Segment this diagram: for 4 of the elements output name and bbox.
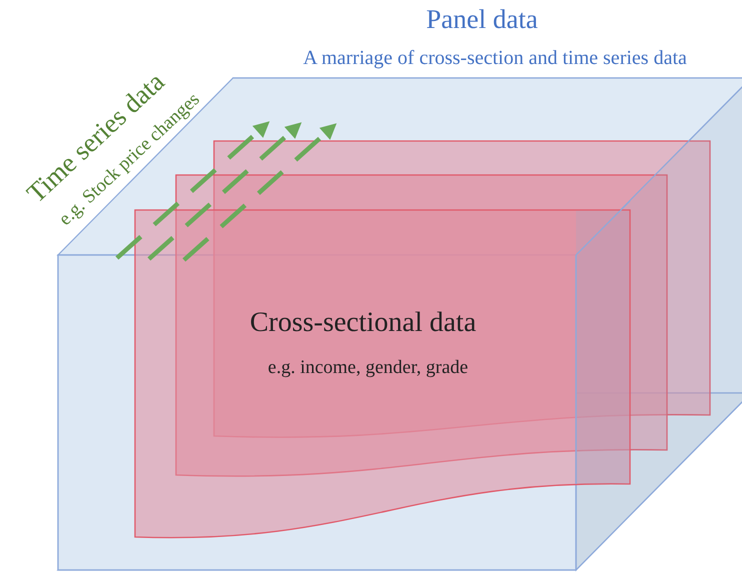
sheet-title: Cross-sectional data [250,308,476,339]
sheet-subtitle: e.g. income, gender, grade [268,358,468,379]
diagram-title: Panel data [426,5,538,35]
subtitle: A marriage of cross-section and time series data [303,47,687,69]
